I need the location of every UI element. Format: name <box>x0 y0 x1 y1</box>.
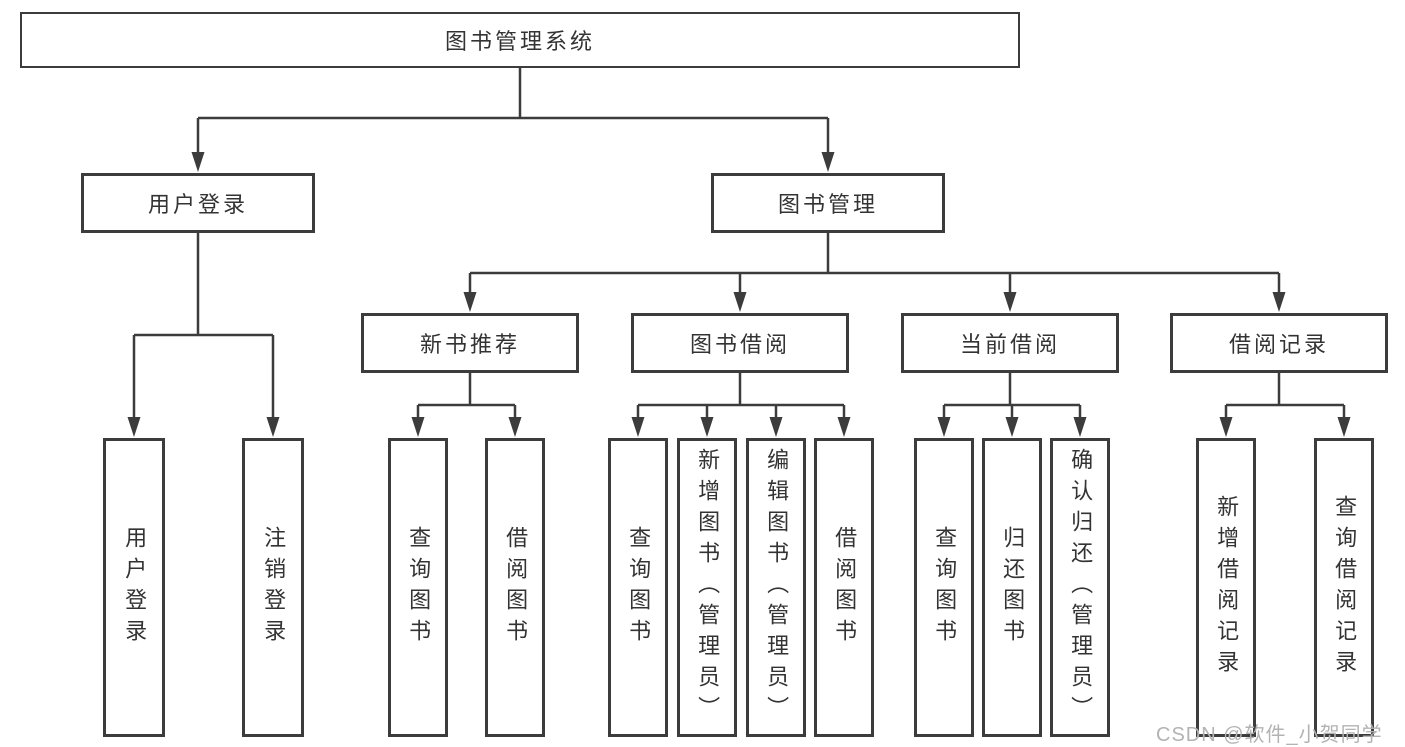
connector-borrow-records-children <box>1219 373 1351 437</box>
node-label: 当前借阅 <box>959 332 1060 357</box>
leaf-add-books-admin: 新增图书（管理员） <box>677 438 737 737</box>
leaf-query-borrow-record: 查询借阅记录 <box>1314 438 1374 737</box>
node-label: 用户登录 <box>147 192 248 217</box>
node-user-login: 用户登录 <box>81 173 315 233</box>
node-label: 查询图书 <box>406 525 432 650</box>
connector-new-book-recommend-children <box>411 373 522 437</box>
leaf-borrow-books: 借阅图书 <box>814 438 874 737</box>
node-label: 查询图书 <box>932 525 958 650</box>
node-book-management: 图书管理 <box>711 173 945 233</box>
node-label: 确认归还（管理员） <box>1068 448 1094 727</box>
leaf-user-login: 用户登录 <box>103 438 165 737</box>
node-borrow-records: 借阅记录 <box>1170 313 1388 373</box>
leaf-return-books: 归还图书 <box>982 438 1042 737</box>
node-label: 新书推荐 <box>419 332 520 357</box>
node-label: 图书管理 <box>777 192 878 217</box>
node-current-borrow: 当前借阅 <box>901 313 1119 373</box>
node-label: 借阅记录 <box>1228 332 1329 357</box>
node-label: 编辑图书（管理员） <box>764 448 790 727</box>
connector-book-borrow-children <box>631 373 851 437</box>
node-label: 注销登录 <box>261 525 287 650</box>
node-label: 查询图书 <box>626 525 652 650</box>
leaf-borrow-books-recommend: 借阅图书 <box>485 438 545 737</box>
node-label: 查询借阅记录 <box>1332 494 1358 681</box>
leaf-query-books-recommend: 查询图书 <box>388 438 448 737</box>
connector-book-management-children <box>463 233 1286 312</box>
leaf-query-books-current: 查询图书 <box>914 438 974 737</box>
node-label: 借阅图书 <box>503 525 529 650</box>
leaf-logout: 注销登录 <box>242 438 304 737</box>
node-label: 图书借阅 <box>689 332 790 357</box>
leaf-add-borrow-record: 新增借阅记录 <box>1196 438 1256 737</box>
node-new-book-recommend: 新书推荐 <box>361 313 579 373</box>
node-library-management-system: 图书管理系统 <box>20 12 1020 68</box>
connector-root-to-level2 <box>191 68 835 172</box>
csdn-watermark: CSDN @软件_小贺同学 <box>1156 724 1383 746</box>
node-label: 新增图书（管理员） <box>695 448 721 727</box>
node-label: 图书管理系统 <box>444 29 595 54</box>
leaf-edit-books-admin: 编辑图书（管理员） <box>746 438 806 737</box>
connector-user-login-children <box>127 233 280 437</box>
leaf-confirm-return-admin: 确认归还（管理员） <box>1050 438 1110 737</box>
node-label: 用户登录 <box>122 525 148 650</box>
node-label: 借阅图书 <box>832 525 858 650</box>
leaf-query-books-borrow: 查询图书 <box>608 438 668 737</box>
node-label: 归还图书 <box>1000 525 1026 650</box>
node-label: 新增借阅记录 <box>1214 494 1240 681</box>
connector-current-borrow-children <box>937 373 1087 437</box>
node-book-borrow: 图书借阅 <box>631 313 849 373</box>
